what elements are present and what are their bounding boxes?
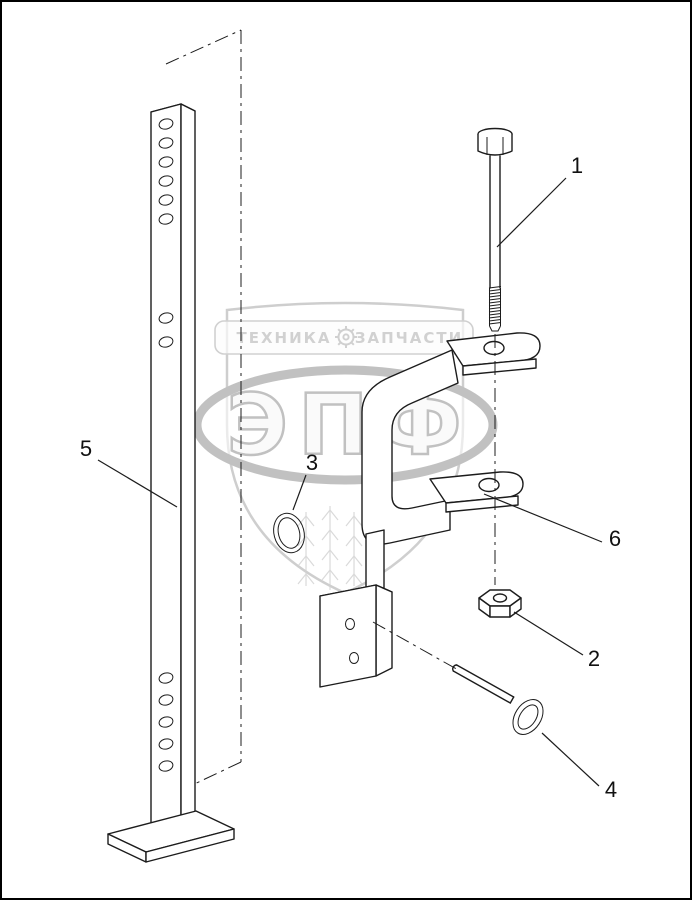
callout-5-label: 5	[80, 436, 92, 461]
pocket-hole	[345, 618, 355, 630]
banner-text-right: ЗАПЧАСТИ	[355, 329, 463, 347]
post-hole	[158, 738, 174, 750]
pocket-front-face	[319, 584, 377, 688]
circlip-inner	[277, 517, 301, 549]
post-hole	[158, 312, 174, 324]
nut-hole	[492, 593, 508, 603]
post-hole	[158, 175, 174, 187]
callout-1-label: 1	[571, 153, 583, 178]
pin-shaft	[452, 664, 515, 704]
post-hole	[158, 137, 174, 149]
nut-face-right	[509, 597, 522, 618]
post-front-face	[150, 103, 182, 827]
post-hole	[158, 118, 174, 130]
callout-4-leader	[541, 732, 600, 787]
callout-3-leader	[292, 474, 307, 511]
top-flange-hole	[483, 340, 505, 356]
base-front-right-face	[145, 828, 235, 863]
pin-end	[509, 696, 515, 704]
post-hole	[158, 336, 174, 348]
bolt-head-body	[477, 134, 513, 156]
post-hole	[158, 213, 174, 225]
pin-tip	[452, 664, 458, 672]
bolt-shank	[489, 155, 501, 289]
pocket-hole	[349, 652, 359, 664]
post-side-face	[180, 103, 196, 826]
gear-icon	[335, 326, 357, 348]
post-hole	[158, 716, 174, 728]
post-hole	[158, 694, 174, 706]
post-holes-middle	[158, 312, 174, 348]
circlip-outer	[273, 512, 305, 554]
mounting-post	[107, 103, 235, 863]
watermark-banner: ТЕХНИКА ЗАПЧАСТИ	[214, 320, 474, 355]
post-hole	[158, 194, 174, 206]
callout-5-leader	[97, 459, 178, 508]
nut-face-mid	[489, 605, 511, 618]
circlip-gap	[265, 511, 279, 527]
callout-4-label: 4	[605, 777, 617, 802]
bolt-tip	[489, 325, 501, 332]
post-base-plate	[107, 810, 235, 863]
callout-6-label: 6	[609, 526, 621, 551]
linch-pin	[452, 664, 544, 735]
bolt-head-facets	[486, 137, 504, 155]
banner-text-left: ТЕХНИКА	[236, 329, 331, 347]
post-hole	[158, 760, 174, 772]
circlip	[265, 511, 305, 554]
bracket-top-flange	[446, 332, 541, 376]
hex-nut	[478, 589, 522, 618]
callout-2-label: 2	[588, 646, 600, 671]
pin-ring-inner	[517, 704, 539, 730]
post-hole	[158, 156, 174, 168]
callouts: 1 2 3 4 5 6	[80, 153, 621, 802]
pin-ring-outer	[512, 699, 544, 735]
callout-2-leader	[513, 611, 584, 656]
hex-bolt	[477, 127, 513, 332]
post-holes-lower	[158, 672, 174, 772]
post-hole	[158, 672, 174, 684]
top-flange-edge	[462, 358, 537, 376]
callout-3-label: 3	[306, 450, 318, 475]
pocket-side-face	[375, 584, 393, 677]
bolt-thread	[488, 286, 502, 332]
wheat-decoration-icon	[297, 506, 363, 590]
pin-ring	[512, 699, 544, 735]
callout-1-leader	[496, 177, 567, 248]
pocket-bracket	[319, 584, 393, 688]
callout-6-leader	[483, 493, 603, 543]
bottom-flange-hole	[478, 477, 500, 493]
post-holes-upper	[158, 118, 174, 225]
pin-axis-centerline	[372, 621, 461, 672]
